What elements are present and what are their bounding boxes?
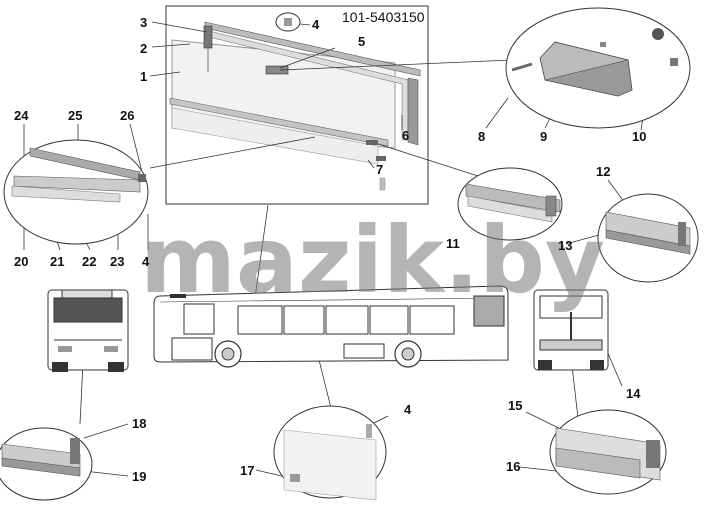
callout-4: 4 bbox=[312, 17, 320, 32]
callout-26: 26 bbox=[120, 108, 134, 123]
callout-23: 23 bbox=[110, 254, 124, 269]
bus-front-view bbox=[47, 289, 129, 372]
callout-22: 22 bbox=[82, 254, 96, 269]
callout-21: 21 bbox=[50, 254, 64, 269]
callout-17: 17 bbox=[240, 463, 254, 478]
detail-part11-circle bbox=[457, 167, 563, 241]
callout-4-bottom: 4 bbox=[404, 402, 412, 417]
callout-16: 16 bbox=[506, 459, 520, 474]
callout-20: 20 bbox=[14, 254, 28, 269]
main-window-detail bbox=[165, 5, 429, 205]
part-number-label: 101-5403150 bbox=[342, 9, 425, 25]
callout-1: 1 bbox=[140, 69, 147, 84]
detail-right-rail-circle bbox=[597, 193, 699, 283]
callout-5: 5 bbox=[358, 34, 365, 49]
callout-11: 11 bbox=[446, 236, 460, 251]
callout-4-rail: 4 bbox=[142, 254, 150, 269]
detail-latch-circle bbox=[505, 7, 691, 129]
callout-2: 2 bbox=[140, 41, 147, 56]
callout-24: 24 bbox=[14, 108, 29, 123]
callout-10: 10 bbox=[632, 129, 646, 144]
callout-18: 18 bbox=[132, 416, 146, 431]
callout-25: 25 bbox=[68, 108, 82, 123]
callout-19: 19 bbox=[132, 469, 146, 484]
bus-rear-view bbox=[533, 289, 609, 371]
watermark-text: mazik.by bbox=[140, 207, 605, 314]
callout-12: 12 bbox=[596, 164, 610, 179]
detail-bottom-center-circle bbox=[273, 405, 387, 501]
callout-3: 3 bbox=[140, 15, 147, 30]
callout-14: 14 bbox=[626, 386, 641, 401]
detail-bottom-right-circle bbox=[549, 409, 667, 495]
callout-7: 7 bbox=[376, 162, 383, 177]
callout-6: 6 bbox=[402, 128, 409, 143]
bus-side-view bbox=[153, 285, 509, 368]
callout-9: 9 bbox=[540, 129, 547, 144]
callout-13: 13 bbox=[558, 238, 572, 253]
callout-8: 8 bbox=[478, 129, 485, 144]
detail-bottom-left-circle bbox=[0, 427, 93, 501]
callout-15: 15 bbox=[508, 398, 522, 413]
detail-left-rail-circle bbox=[3, 139, 149, 245]
